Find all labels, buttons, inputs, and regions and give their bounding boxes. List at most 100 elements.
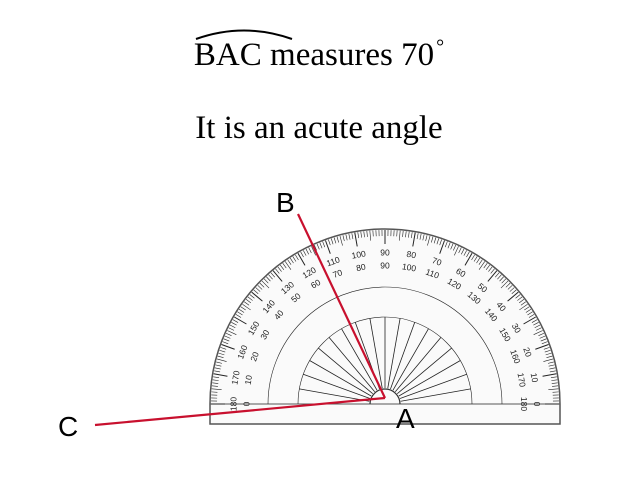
scale-tick	[497, 274, 502, 280]
scale-tick	[499, 276, 504, 282]
scale-tick	[490, 268, 495, 274]
protractor-ray	[394, 337, 442, 393]
scale-tick	[300, 251, 304, 258]
protractor-ray	[328, 337, 376, 393]
scale-tick	[538, 332, 545, 336]
scale-tick	[223, 338, 230, 342]
scale-tick	[447, 242, 451, 249]
scale-tick	[525, 308, 532, 313]
outer-scale-label: 180	[228, 397, 238, 411]
scale-tick	[345, 234, 348, 241]
scale-tick	[416, 233, 419, 240]
scale-tick	[217, 355, 224, 358]
scale-tick	[543, 347, 550, 350]
scale-tick	[517, 296, 523, 301]
inner-scale-label: 160	[508, 348, 522, 365]
protractor-ray	[400, 388, 471, 402]
scale-tick	[216, 358, 227, 362]
outer-scale-label: 70	[431, 255, 444, 268]
inner-scale-label: 20	[248, 350, 261, 363]
scale-tick	[549, 370, 556, 373]
scale-tick	[461, 248, 465, 255]
outer-scale-label: 110	[325, 254, 341, 268]
scale-tick	[263, 278, 269, 284]
scale-tick	[311, 246, 316, 256]
scale-tick	[412, 232, 416, 247]
scale-tick	[427, 235, 431, 246]
scale-tick	[546, 355, 553, 358]
scale-tick	[408, 231, 410, 238]
scale-tick	[212, 382, 219, 384]
outer-scale-label: 60	[454, 266, 467, 280]
scale-tick	[244, 301, 250, 306]
scale-tick	[543, 358, 554, 362]
inner-scale-label: 170	[515, 372, 527, 388]
scale-tick	[325, 240, 331, 254]
scale-tick	[214, 370, 221, 373]
scale-tick	[224, 335, 231, 339]
point-a-label: A	[396, 403, 415, 434]
protractor-ray	[369, 318, 383, 389]
scale-tick	[458, 247, 462, 254]
scale-tick	[511, 289, 517, 295]
scale-tick	[218, 352, 225, 356]
scale-tick	[476, 257, 481, 264]
scale-tick	[268, 274, 273, 280]
scale-tick	[544, 349, 551, 353]
scale-tick	[232, 319, 239, 323]
scale-tick	[548, 388, 559, 391]
scale-tick	[487, 270, 498, 282]
inner-scale-label: 0	[241, 401, 251, 406]
scale-tick	[533, 330, 543, 335]
outer-scale-label: 170	[229, 370, 241, 386]
scale-tick	[272, 270, 283, 282]
scale-tick	[213, 373, 228, 377]
outer-scale-label: 160	[235, 343, 249, 360]
scale-tick	[523, 316, 536, 325]
point-b-label: B	[276, 187, 295, 218]
scale-tick	[533, 322, 539, 326]
scale-tick	[515, 294, 521, 299]
scale-tick	[369, 230, 372, 241]
scale-tick	[305, 248, 309, 255]
scale-tick	[433, 237, 437, 244]
scale-tick	[282, 263, 287, 269]
scale-tick	[336, 236, 339, 243]
scale-tick	[266, 276, 271, 282]
scale-tick	[520, 301, 526, 306]
angle-name: BAC	[194, 29, 293, 74]
protractor-ray	[303, 373, 371, 399]
scale-tick	[518, 299, 525, 304]
scale-tick	[363, 231, 365, 238]
scale-tick	[551, 382, 558, 384]
scale-tick	[313, 244, 317, 251]
scale-tick	[410, 232, 413, 239]
scale-tick	[292, 256, 297, 262]
outer-scale-label: 80	[406, 249, 417, 261]
scale-tick	[550, 376, 557, 379]
scale-tick	[251, 291, 263, 302]
inner-scale-label: 70	[331, 267, 344, 280]
scale-tick	[439, 239, 442, 246]
protractor-rays	[299, 317, 471, 402]
scale-tick	[464, 253, 473, 266]
scale-tick	[316, 243, 320, 250]
scale-tick	[519, 303, 528, 311]
scale-tick	[478, 259, 483, 265]
protractor-ray	[318, 347, 374, 395]
scale-tick	[453, 244, 457, 251]
scale-tick	[242, 303, 251, 311]
scale-tick	[308, 247, 312, 254]
scale-tick	[295, 254, 299, 261]
scale-tick	[528, 314, 535, 318]
scale-tick	[444, 241, 448, 248]
angle-measure-heading: BAC measures 70°	[0, 29, 638, 74]
protractor-ray	[398, 360, 461, 397]
scale-tick	[222, 341, 229, 345]
ray-ab	[297, 213, 386, 399]
scale-tick	[330, 238, 334, 245]
inner-scale-label: 80	[355, 262, 366, 274]
protractor-ticks	[211, 230, 559, 405]
scale-tick	[219, 349, 226, 353]
protractor-ray	[396, 347, 452, 395]
